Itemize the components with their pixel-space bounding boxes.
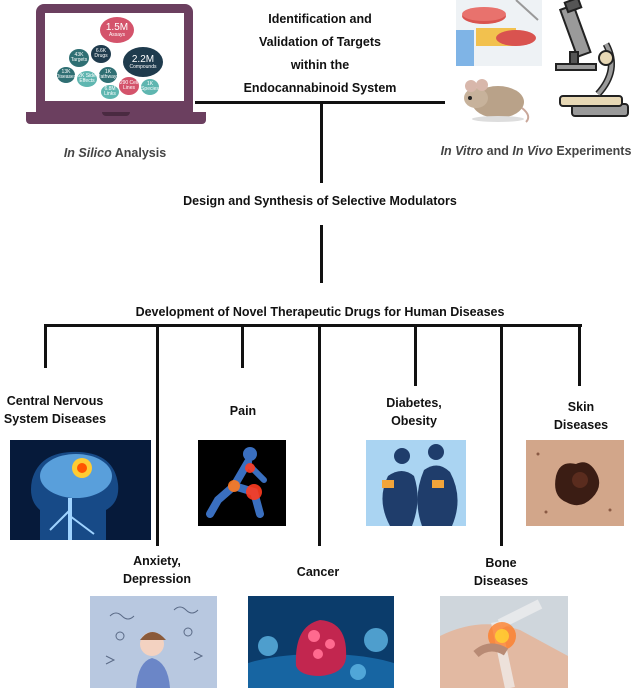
title-line: Identification and [268, 12, 372, 26]
laptop-screen: 1.5M Assays 2.2M Compounds 43K Targets 6… [45, 13, 184, 101]
bubble-pathways: 1K Pathways [97, 67, 119, 83]
in-silico-caption: In Silico Analysis [63, 146, 167, 160]
petri-dish-photo [456, 0, 542, 66]
branch-cancer [318, 324, 321, 546]
bubble-targets: 43K Targets [69, 49, 89, 67]
experiments-caption: In Vitro and In Vivo Experiments [440, 144, 632, 158]
development-step: Development of Novel Therapeutic Drugs f… [135, 305, 505, 319]
pain-knee-image [198, 440, 286, 526]
connector-design-to-dev [320, 225, 323, 283]
microscope-icon [550, 0, 630, 122]
bubble-cell-lines: 290 Cell Lines [119, 77, 139, 95]
title-line: Endocannabinoid System [243, 81, 397, 95]
diabetes-obesity-image [366, 440, 466, 526]
cancer-cell-image [248, 596, 394, 688]
bubble-drugs: 6.6K Drugs [91, 45, 111, 63]
laptop-base [26, 112, 206, 124]
anxiety-depression-image [90, 596, 217, 688]
bubble-side-effects: 2K Side Effects [77, 71, 97, 87]
bubble-links: 6.8M Links [101, 85, 119, 99]
diabetes-label: Diabetes, Obesity [370, 394, 458, 430]
connector-horizontal-branch [44, 324, 582, 327]
mouse-photo [456, 72, 536, 124]
bubble-species: 1K Species [141, 79, 159, 95]
branch-pain [241, 324, 244, 368]
cns-brain-image [10, 440, 151, 540]
title-line: within the [290, 58, 350, 72]
branch-bone [500, 324, 503, 546]
bubble-compounds: 2.2M Compounds [123, 47, 163, 77]
bubble-assays: 1.5M Assays [100, 17, 134, 43]
bone-knee-image [440, 596, 568, 688]
design-step: Design and Synthesis of Selective Modula… [183, 194, 457, 208]
laptop-icon: 1.5M Assays 2.2M Compounds 43K Targets 6… [26, 4, 206, 136]
anxiety-label: Anxiety, Depression [114, 552, 200, 588]
cancer-label: Cancer [288, 563, 348, 581]
connector-horizontal-top [195, 101, 445, 104]
pain-label: Pain [218, 402, 268, 420]
diagram-title: Identification and Validation of Targets… [200, 8, 440, 100]
branch-skin [578, 324, 581, 386]
branch-anxiety [156, 324, 159, 546]
laptop-notch [102, 112, 130, 116]
cns-label: Central Nervous System Diseases [0, 392, 110, 428]
skin-label: Skin Diseases [550, 398, 612, 434]
bubble-diseases: 13K Diseases [56, 67, 76, 83]
title-line: Validation of Targets [258, 35, 381, 49]
branch-diabetes [414, 324, 417, 386]
bone-label: Bone Diseases [468, 554, 534, 590]
connector-title-to-design [320, 101, 323, 183]
branch-cns [44, 324, 47, 368]
skin-mole-image [526, 440, 624, 526]
